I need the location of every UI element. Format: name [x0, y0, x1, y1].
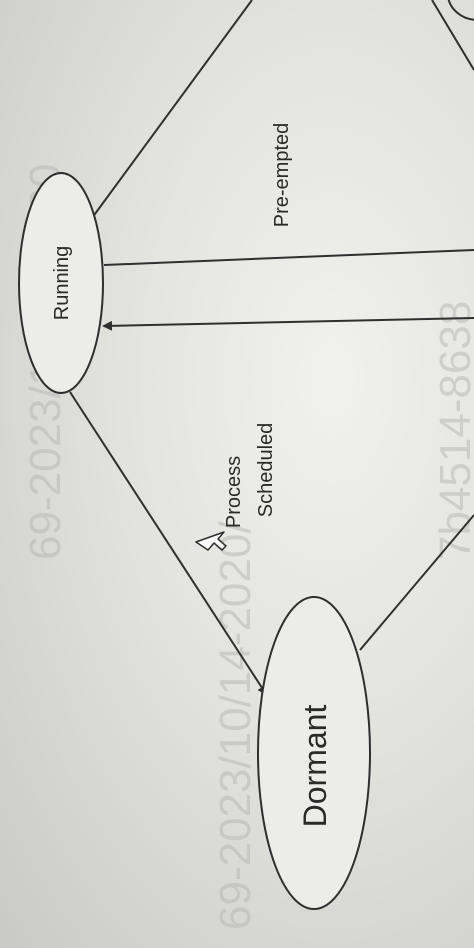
mouse-pointer-icon: [195, 531, 227, 551]
node-running: Running: [18, 172, 104, 394]
node-partial-top-right: [447, 0, 474, 21]
node-dormant-label: Dormant: [297, 705, 333, 828]
watermark-text-2: 7b4514-8638: [431, 301, 474, 560]
node-dormant-shape: [257, 596, 371, 910]
node-running-label: Running: [51, 246, 73, 321]
edge-to-running: [102, 317, 474, 331]
edge-label-scheduled: Scheduled: [255, 423, 277, 518]
edge-process-scheduled: [69, 391, 268, 696]
edge-to-right-top: [431, 0, 474, 71]
edge-label-pre-empted: Pre-empted: [271, 123, 293, 228]
watermark-text-1: 69-2023/10/14-2020/: [211, 521, 260, 930]
node-running-shape: [18, 172, 104, 394]
edges: [69, 0, 474, 696]
edge-dormant-right: [359, 514, 474, 651]
edge-running-to-top: [91, 0, 253, 219]
node-dormant: Dormant: [257, 596, 371, 910]
edge-label-process: Process: [223, 456, 245, 528]
edge-pre-empted: [103, 249, 474, 266]
